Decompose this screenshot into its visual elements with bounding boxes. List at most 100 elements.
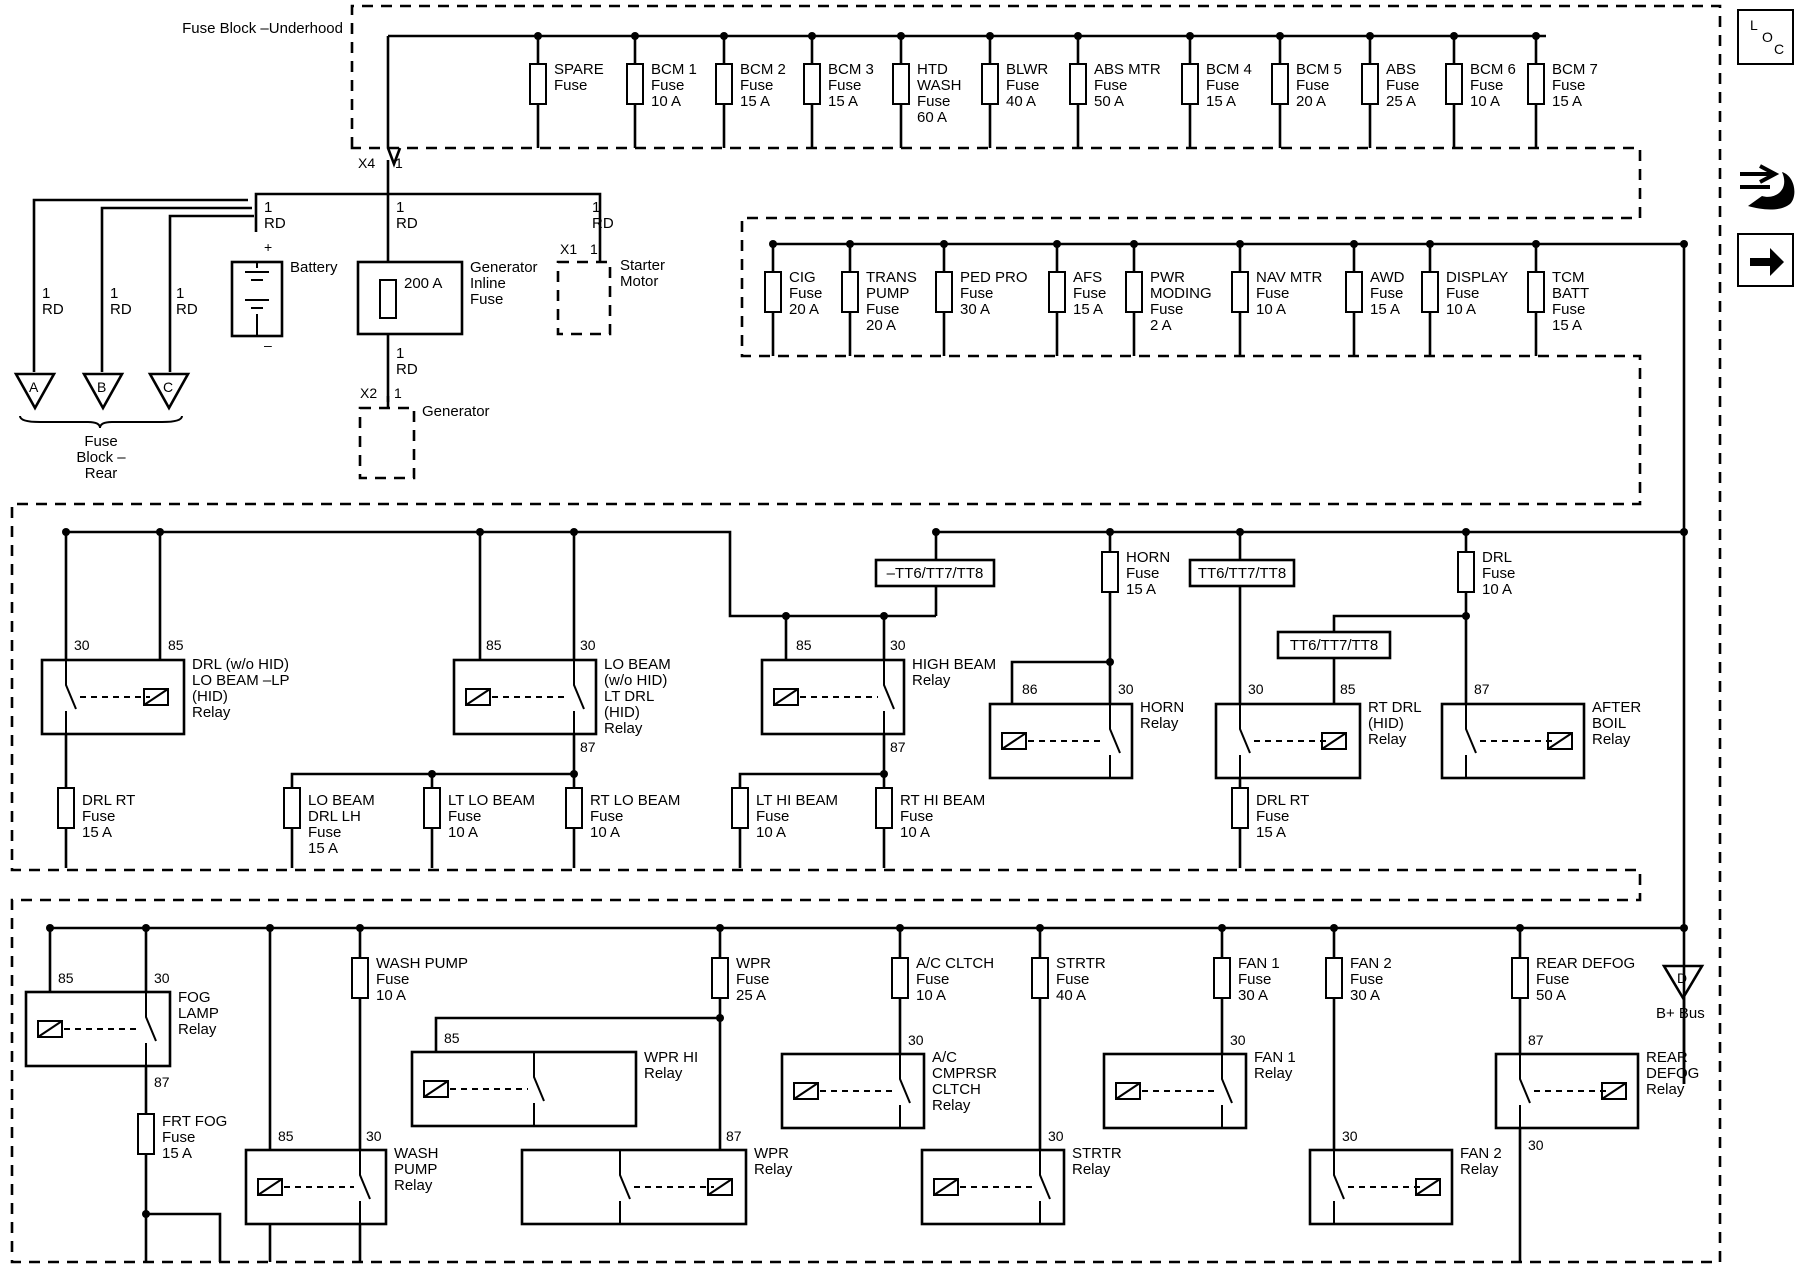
relay-wash-pump [244,1148,388,1226]
relay-fog-lamp [24,990,172,1068]
svg-text:85: 85 [1340,681,1356,697]
svg-text:87: 87 [890,739,906,755]
svg-text:87: 87 [726,1128,742,1144]
svg-text:85: 85 [444,1030,460,1046]
relay-horn [988,702,1134,780]
location-icon[interactable]: L O C [1737,9,1794,65]
second-fuse-2 [935,271,953,313]
svg-text:87: 87 [1474,681,1490,697]
option-not-tt6-tt7-tt8: –TT6/TT7/TT8 [874,558,996,588]
starter-motor [556,260,612,336]
fuse-frt-fog [137,1113,155,1155]
relay-label-drl-lo-beam: DRL (w/o HID)LO BEAM –LP(HID)Relay [192,656,290,721]
second-fuse-6 [1345,271,1363,313]
x4-pin-label: 1 [395,155,403,171]
svg-text:TT6/TT7/TT8: TT6/TT7/TT8 [1198,565,1286,582]
relay-strtr [920,1148,1066,1226]
relay-rt-drl [1214,702,1362,780]
connector-b: B [81,372,125,411]
svg-text:30: 30 [908,1032,924,1048]
option-tt6-tt7-tt8-a: TT6/TT7/TT8 [1188,558,1296,588]
tools-icon[interactable] [1740,164,1795,210]
power-feed [32,164,602,402]
svg-text:87: 87 [1528,1032,1544,1048]
svg-text:85: 85 [168,637,184,653]
second-fuse-0 [764,271,782,313]
svg-text:30: 30 [1528,1137,1544,1153]
next-arrow-icon[interactable] [1737,233,1794,287]
x1-connector: X1 [560,241,577,257]
svg-text:TT6/TT7/TT8: TT6/TT7/TT8 [1290,637,1378,654]
svg-text:C: C [163,379,173,395]
connector-c: C [147,372,191,411]
second-fuse-4 [1125,271,1143,313]
second-fuse-3 [1048,271,1066,313]
fuse-rear-defog [1511,957,1529,999]
svg-text:85: 85 [58,970,74,986]
relay-high-beam [760,658,906,736]
top-fuse-11 [1527,63,1545,105]
relay-fan-1 [1102,1052,1248,1130]
battery: + – [230,239,284,353]
option-tt6-tt7-tt8-b: TT6/TT7/TT8 [1276,630,1392,660]
relay-label-lo-beam: LO BEAM(w/o HID)LT DRL(HID)Relay [604,656,671,737]
svg-text:30: 30 [1230,1032,1246,1048]
svg-text:30: 30 [366,1128,382,1144]
svg-text:85: 85 [486,637,502,653]
fuse-block-rear-brace [19,415,183,429]
fuse-fan-1 [1213,957,1231,999]
svg-text:30: 30 [890,637,906,653]
x2-pin: 1 [394,385,402,401]
fuse-wpr [711,957,729,999]
fuse-fan-2 [1325,957,1343,999]
top-fuse-4 [892,63,910,105]
fuse-drl-rt-right [1231,787,1249,829]
svg-text:30: 30 [1048,1128,1064,1144]
svg-text:30: 30 [1118,681,1134,697]
svg-text:A: A [29,379,39,395]
generator-label: Generator [422,403,490,420]
generator [358,396,416,480]
generator-inline-fuse [356,260,464,336]
